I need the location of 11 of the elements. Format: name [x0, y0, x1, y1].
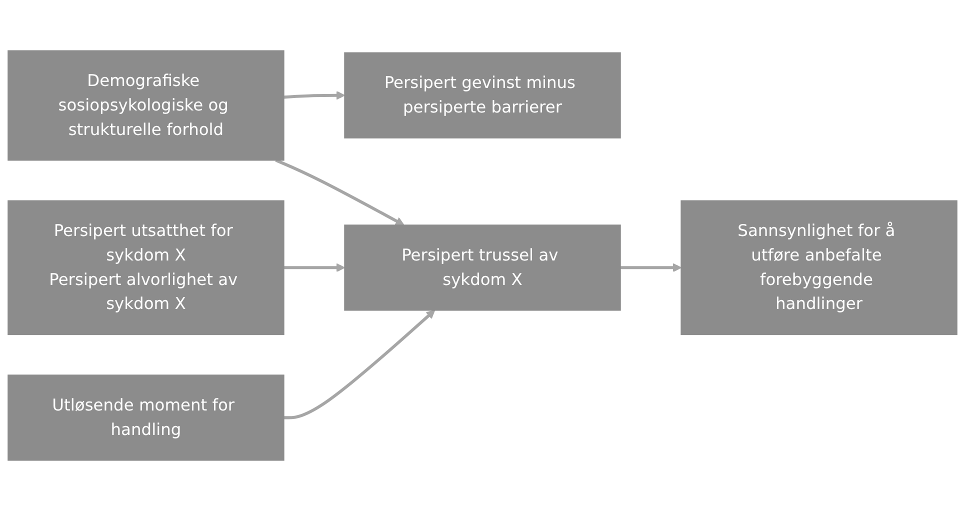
node-box: Sannsynlighet for å utføre anbefalte forebyggende handlinger: [680, 200, 958, 336]
arrow: [275, 158, 404, 226]
arrow: [284, 90, 346, 100]
node-box: Persipert utsatthet for sykdom X Persipert alvorlighet av sykdom X: [8, 200, 284, 336]
node-box: Utløsende moment for handling: [8, 374, 284, 461]
node-box: Persipert trussel av sykdom X: [344, 224, 621, 311]
arrow: [620, 263, 682, 272]
node-box: Persipert gevinst minus persiperte barrierer: [344, 52, 621, 138]
arrow: [284, 310, 436, 420]
node-box: Demografiske sosiopsykologiske og strukturelle forhold: [8, 50, 284, 161]
arrow: [284, 263, 346, 272]
